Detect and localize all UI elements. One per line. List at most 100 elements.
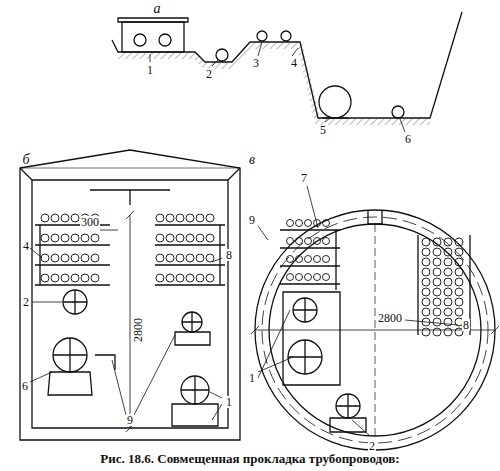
callout-number: 3 <box>252 57 260 69</box>
cable <box>166 234 174 242</box>
cable <box>41 254 49 262</box>
cable <box>41 214 49 222</box>
cable <box>422 238 430 246</box>
callout-number: 5 <box>319 124 327 136</box>
cable <box>176 234 184 242</box>
callout-number: 9 <box>248 214 256 226</box>
cable <box>433 268 441 276</box>
cable <box>444 328 452 336</box>
callout-number: 2800 <box>132 317 144 343</box>
cable <box>296 220 303 227</box>
callout-number: 1 <box>225 396 233 408</box>
cable <box>444 308 452 316</box>
cable <box>433 298 441 306</box>
cable <box>455 308 463 316</box>
callout-number: 6 <box>404 133 412 145</box>
cable <box>176 214 184 222</box>
cable <box>444 298 452 306</box>
cable <box>61 214 69 222</box>
cable <box>314 220 321 227</box>
cable <box>305 256 312 263</box>
cable <box>305 238 312 245</box>
cable <box>444 278 452 286</box>
cable <box>444 288 452 296</box>
callout-number: 1 <box>248 372 256 384</box>
cable <box>444 258 452 266</box>
callout-number: 4 <box>290 57 298 69</box>
cable <box>323 238 330 245</box>
cable <box>61 274 69 282</box>
cable <box>196 254 204 262</box>
cable <box>166 274 174 282</box>
cable <box>296 238 303 245</box>
callout-number: 2 <box>368 440 376 452</box>
cable <box>444 248 452 256</box>
figure-caption: Рис. 18.6. Совмещенная прокладка трубопр… <box>0 451 500 467</box>
cable <box>455 288 463 296</box>
cable <box>422 278 430 286</box>
cable <box>156 254 164 262</box>
cable <box>422 288 430 296</box>
cable <box>422 328 430 336</box>
cable <box>455 278 463 286</box>
callout-number: 300 <box>80 216 100 228</box>
subfigure-letter: в <box>248 153 256 167</box>
cable <box>287 274 294 281</box>
cable <box>206 214 214 222</box>
cable <box>422 258 430 266</box>
cable <box>186 254 194 262</box>
cable <box>444 238 452 246</box>
cable <box>51 214 59 222</box>
cable <box>156 214 164 222</box>
cable <box>51 234 59 242</box>
callout-number: 2 <box>22 296 30 308</box>
cable <box>176 274 184 282</box>
cable <box>156 274 164 282</box>
cable <box>455 248 463 256</box>
cable <box>422 318 430 326</box>
cable <box>455 268 463 276</box>
cable <box>314 238 321 245</box>
callout-number: 8 <box>225 249 233 261</box>
cable <box>433 238 441 246</box>
cable <box>305 274 312 281</box>
cable <box>287 238 294 245</box>
cable <box>433 318 441 326</box>
cable <box>176 254 184 262</box>
cable <box>433 248 441 256</box>
cable <box>206 254 214 262</box>
cable <box>314 274 321 281</box>
cable <box>422 298 430 306</box>
cable <box>81 254 89 262</box>
cable <box>51 254 59 262</box>
cable <box>444 318 452 326</box>
callout-number: 8 <box>462 319 470 331</box>
subfigure-letter: б <box>21 153 30 167</box>
callout-number: 9 <box>126 414 134 426</box>
cable <box>296 256 303 263</box>
cable <box>186 214 194 222</box>
cable <box>444 268 452 276</box>
cable <box>433 308 441 316</box>
cable <box>91 234 99 242</box>
cable <box>41 234 49 242</box>
cable <box>314 256 321 263</box>
cable <box>41 274 49 282</box>
callout-number: 4 <box>22 240 30 252</box>
cable <box>433 258 441 266</box>
callout-number: 2800 <box>377 312 403 324</box>
cable <box>71 234 79 242</box>
cable <box>186 234 194 242</box>
cable <box>305 220 312 227</box>
cable <box>156 234 164 242</box>
cable <box>196 214 204 222</box>
cable <box>455 258 463 266</box>
cable <box>196 274 204 282</box>
cable <box>206 274 214 282</box>
cable <box>196 234 204 242</box>
cable <box>323 274 330 281</box>
cable <box>433 278 441 286</box>
cable <box>422 268 430 276</box>
